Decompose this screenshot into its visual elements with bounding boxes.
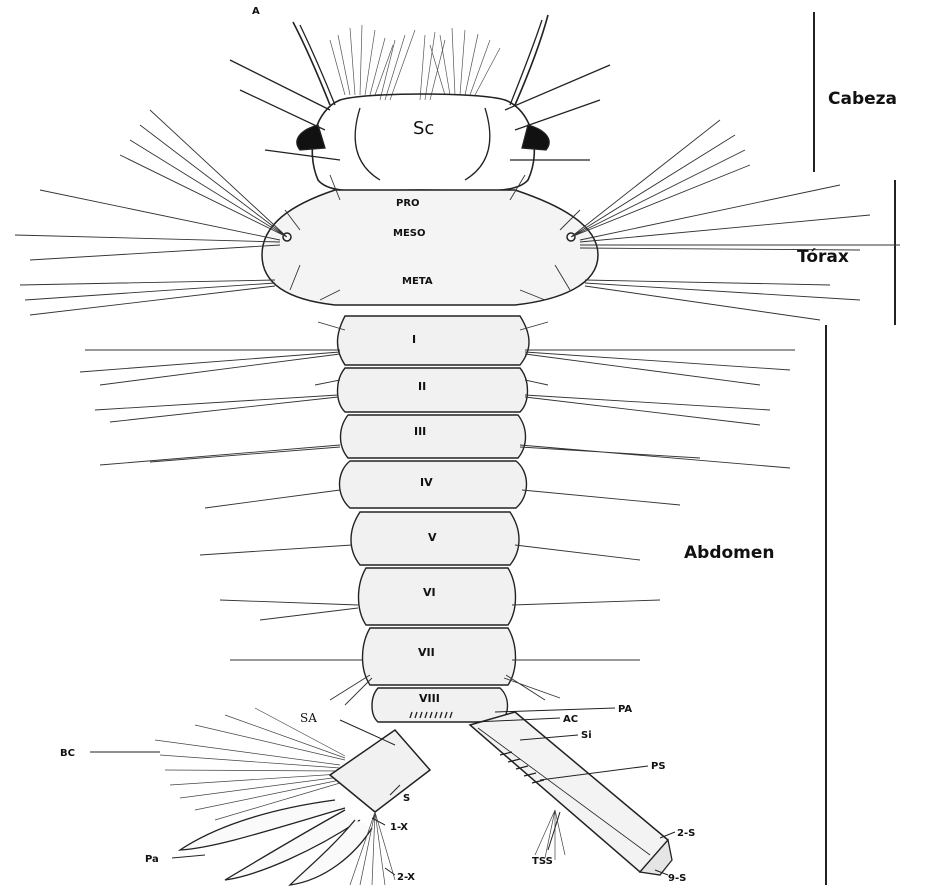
label-tss: TSS <box>532 856 553 867</box>
region-label-abdomen: Abdomen <box>684 543 775 563</box>
region-label-thorax: Tórax <box>797 247 849 267</box>
thorax-label-pro: PRO <box>396 198 420 209</box>
label-bc: BC <box>60 748 75 759</box>
segment-label-7: VII <box>418 646 435 659</box>
thorax-label-meta: META <box>402 276 433 287</box>
label-2x: 2-X <box>397 872 415 883</box>
thorax-label-meso: MESO <box>393 228 426 239</box>
label-ac: AC <box>563 714 578 725</box>
segment-label-4: IV <box>420 476 433 489</box>
segment-label-8: VIII <box>419 692 440 705</box>
segment-label-2: II <box>418 380 426 393</box>
segment-label-1: I <box>412 333 416 346</box>
abdomen <box>338 316 530 722</box>
label-pa: PA <box>618 704 632 715</box>
label-ps: PS <box>651 761 666 772</box>
label-pa-lower: Pa <box>145 854 159 865</box>
region-label-head: Cabeza <box>828 89 897 109</box>
thorax <box>15 110 900 320</box>
label-s: S <box>403 793 410 804</box>
label-antenna: A <box>252 6 260 17</box>
segment-label-3: III <box>414 425 426 438</box>
label-9s: 9-S <box>668 873 686 884</box>
label-2s: 2-S <box>677 828 695 839</box>
label-1x: 1-X <box>390 822 408 833</box>
label-si: Si <box>581 730 592 741</box>
segment-label-5: V <box>428 531 437 544</box>
label-sa: SA <box>300 711 317 725</box>
label-sc: Sc <box>413 118 434 139</box>
head <box>230 15 610 191</box>
segment-label-6: VI <box>423 586 436 599</box>
